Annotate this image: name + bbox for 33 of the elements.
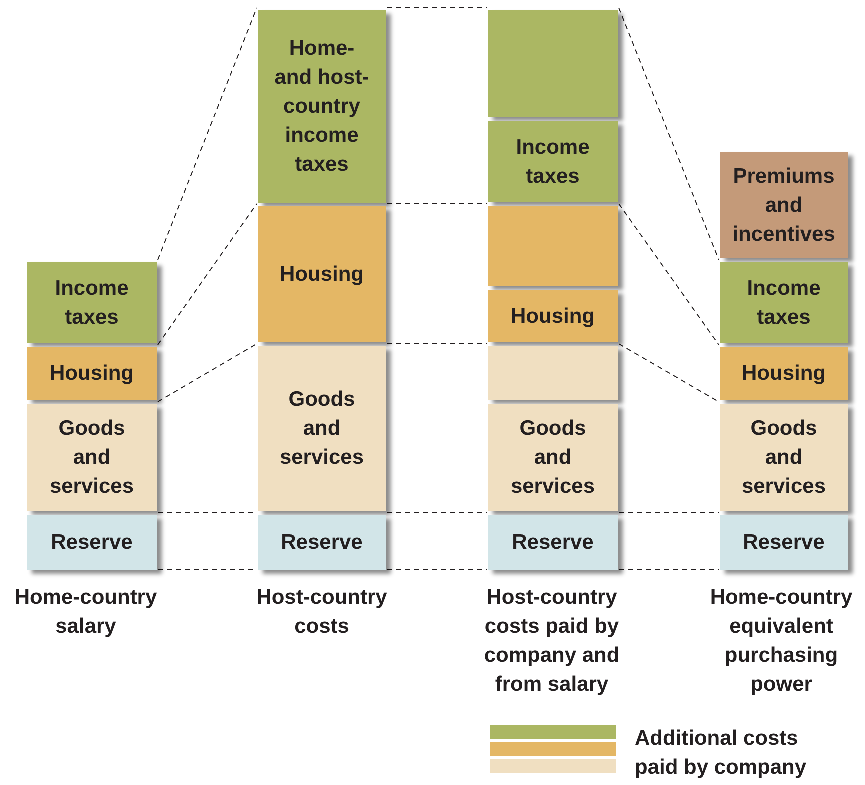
cost-segment: Housing bbox=[27, 347, 157, 400]
empty-cost-segment bbox=[488, 346, 618, 400]
dashed-connector bbox=[618, 204, 720, 346]
cost-segment: Goods and services bbox=[488, 404, 618, 511]
cost-segment: Reserve bbox=[258, 515, 386, 570]
column-caption: Host-country costs bbox=[256, 585, 388, 640]
cost-segment: Reserve bbox=[488, 515, 618, 570]
dashed-connector bbox=[618, 8, 720, 260]
column-caption: Home-country equivalent purchasing power bbox=[709, 585, 854, 698]
dashed-connector bbox=[618, 344, 720, 402]
dashed-connector bbox=[386, 512, 488, 514]
column-caption: Host-country costs paid by company and from salary bbox=[483, 585, 621, 698]
dashed-connector bbox=[158, 8, 258, 260]
cost-segment: Goods and services bbox=[27, 404, 157, 511]
cost-segment: Goods and services bbox=[720, 404, 848, 511]
dashed-connector bbox=[158, 344, 258, 402]
legend-text: Additional costs paid by company bbox=[635, 726, 808, 781]
empty-cost-segment bbox=[488, 10, 618, 117]
empty-cost-segment bbox=[488, 206, 618, 286]
column-caption: Home-country salary bbox=[14, 585, 158, 640]
cost-segment: Home- and host-country income taxes bbox=[258, 10, 386, 203]
cost-segment: Reserve bbox=[720, 515, 848, 570]
cost-segment: Reserve bbox=[27, 515, 157, 570]
cost-segment: Housing bbox=[488, 290, 618, 342]
dashed-connector bbox=[158, 204, 258, 346]
cost-segment: Income taxes bbox=[27, 262, 157, 343]
cost-segment: Housing bbox=[720, 347, 848, 400]
cost-segment: Goods and services bbox=[258, 346, 386, 511]
cost-segment: Income taxes bbox=[720, 262, 848, 343]
cost-segment: Income taxes bbox=[488, 121, 618, 202]
cost-segment: Premiums and incentives bbox=[720, 152, 848, 258]
cost-segment: Housing bbox=[258, 206, 386, 342]
dashed-connector bbox=[618, 512, 720, 514]
